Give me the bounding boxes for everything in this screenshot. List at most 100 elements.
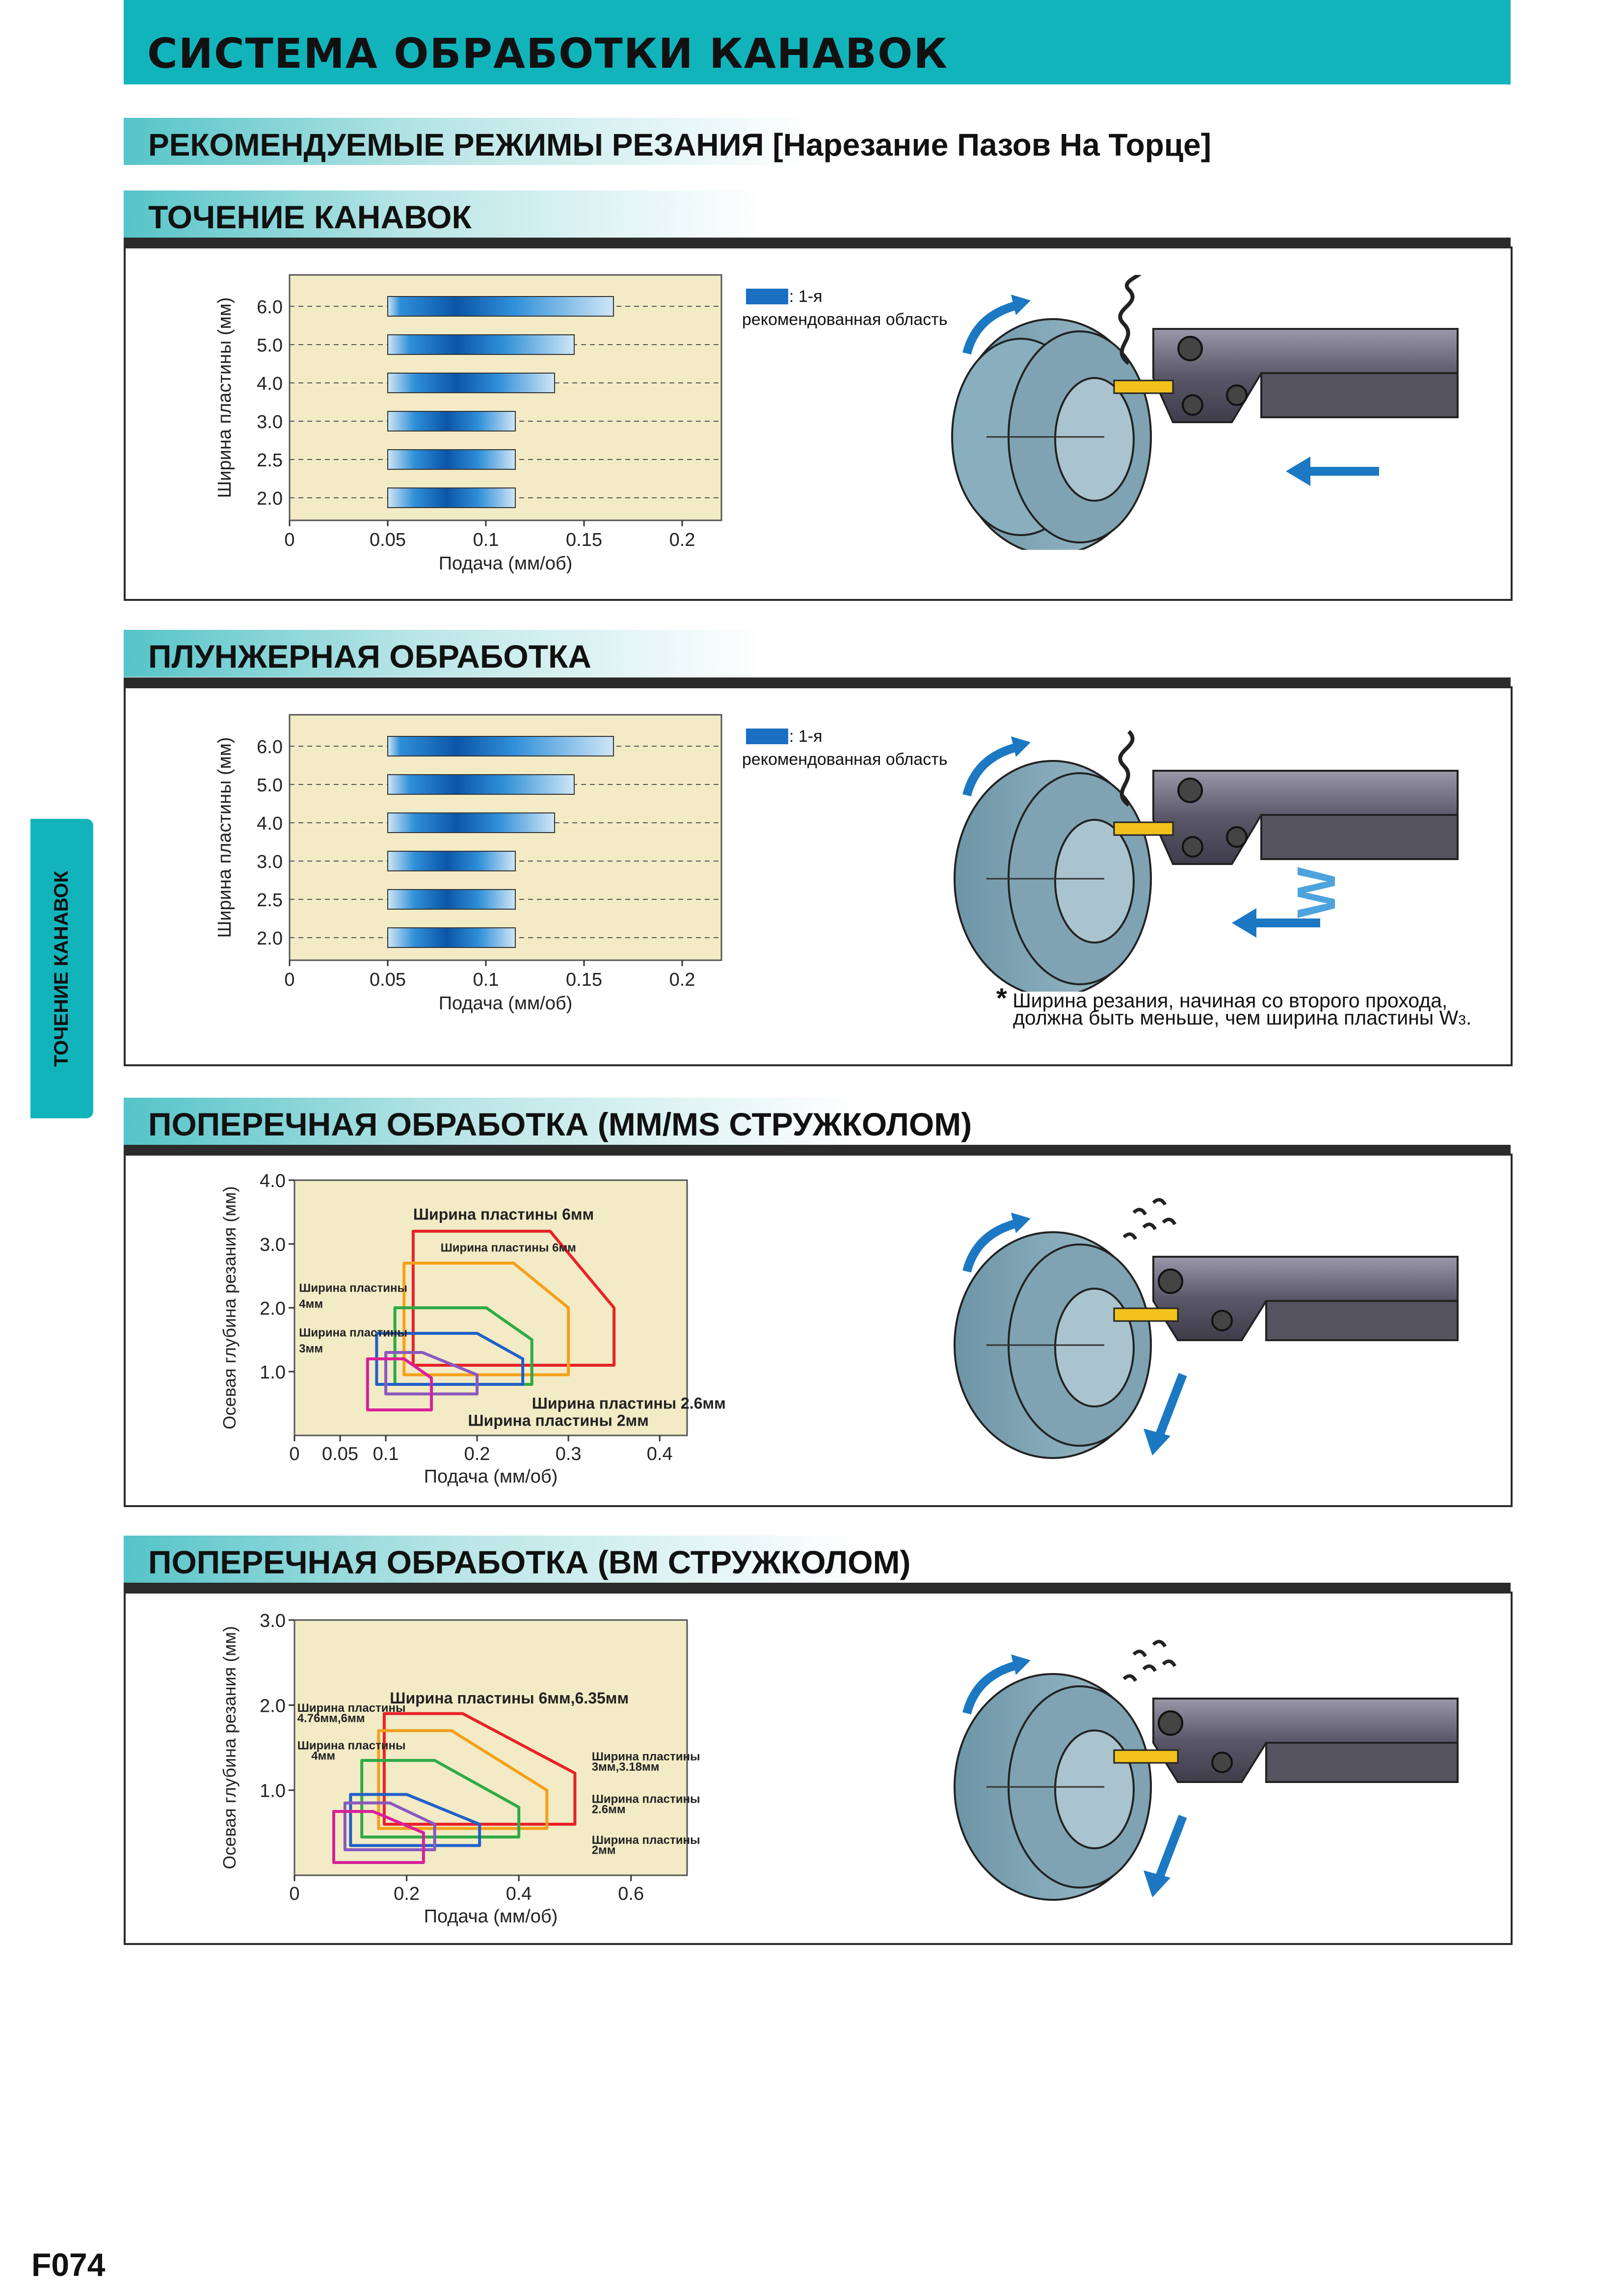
- series-label: Ширина пластины 6мм: [413, 1206, 594, 1223]
- x-tick-label: 0.2: [669, 970, 695, 990]
- page-title: СИСТЕМА ОБРАБОТКИ КАНАВОК: [147, 29, 949, 78]
- y-tick-label: 2.5: [257, 890, 283, 911]
- series-label: Ширина пластины 2мм: [468, 1412, 648, 1430]
- recommended-band: [387, 851, 516, 871]
- recommended-band: [387, 373, 555, 393]
- series-region: [384, 1351, 479, 1396]
- series-region: [393, 1306, 533, 1386]
- series-label: Ширина пластины: [297, 1739, 406, 1752]
- series-label: 2.6мм: [592, 1803, 626, 1816]
- series-region: [360, 1759, 521, 1838]
- note-line2: должна быть меньше, чем ширина пластины …: [1013, 1006, 1459, 1029]
- y-tick-label: 3.0: [257, 852, 283, 872]
- y-tick-label: 5.0: [257, 335, 283, 356]
- x-tick-label: 0.4: [506, 1884, 532, 1904]
- chip-icon: [1122, 1640, 1177, 1682]
- recommended-band: [387, 487, 516, 508]
- grooving-illustration: [951, 275, 1459, 550]
- x-axis-label: Подача (мм/об): [424, 1906, 558, 1927]
- section-rule: [124, 677, 1511, 686]
- y-tick-label: 5.0: [257, 775, 283, 796]
- note-star: *: [996, 982, 1007, 1013]
- chip-icon: [1118, 730, 1135, 807]
- section-title-plunging: ПЛУНЖЕРНАЯ ОБРАБОТКА: [148, 638, 591, 675]
- traverse-mm-illustration: [954, 1198, 1459, 1459]
- insert: [1113, 379, 1174, 394]
- page-subtitle: РЕКОМЕНДУЕМЫЕ РЕЖИМЫ РЕЗАНИЯ [Нарезание …: [148, 127, 1212, 162]
- y-tick-label: 4.0: [257, 813, 283, 834]
- rotation-arrow-icon: [962, 300, 1022, 355]
- series-label: 3мм: [299, 1342, 323, 1355]
- y-tick-label: 3.0: [257, 412, 283, 432]
- recommended-band: [387, 927, 516, 948]
- section-rule: [124, 1583, 1511, 1592]
- note-sub: 3: [1458, 1012, 1466, 1027]
- series-label: Ширина пластины: [299, 1282, 407, 1295]
- header-bar: [124, 0, 1511, 84]
- x-tick-label: 0.05: [322, 1444, 358, 1464]
- x-tick-label: 0.05: [370, 530, 406, 550]
- y-tick-label: 6.0: [257, 737, 283, 757]
- x-tick-label: 0.15: [566, 970, 602, 990]
- page-number: F074: [31, 2246, 106, 2283]
- x-axis-label: Подача (мм/об): [424, 1466, 558, 1487]
- y-tick-label: 3.0: [260, 1611, 286, 1631]
- section-title-bar: [124, 630, 762, 677]
- rotation-arrow-icon: [962, 742, 1022, 797]
- recommended-band: [387, 889, 516, 910]
- series-region: [411, 1230, 616, 1367]
- y-axis-label: Осевая глубина резания (мм): [219, 1626, 239, 1869]
- section-title-bar: [124, 1536, 860, 1583]
- series-label: 4.76мм,6мм: [297, 1712, 365, 1725]
- series-label: Ширина пластины 6мм: [441, 1242, 576, 1255]
- series-region: [377, 1729, 549, 1830]
- series-label: Ширина пластины: [592, 1834, 700, 1847]
- note-line1: Ширина резания, начиная со второго прохо…: [1012, 989, 1448, 1012]
- y-tick-label: 1.0: [260, 1781, 286, 1802]
- x-tick-label: 0.15: [566, 530, 602, 550]
- series-label: Ширина пластины 6мм,6.35мм: [390, 1689, 629, 1707]
- series-label: 4мм: [299, 1297, 323, 1311]
- y-tick-label: 3.0: [260, 1235, 286, 1255]
- y-axis-label: Ширина пластины (мм): [214, 297, 235, 498]
- series-label: 4мм: [311, 1749, 335, 1762]
- recommended-band: [387, 449, 516, 470]
- series-region: [349, 1793, 481, 1847]
- series-label: Ширина пластины: [299, 1326, 407, 1340]
- y-tick-label: 2.0: [260, 1696, 286, 1716]
- plot-area: [293, 1179, 688, 1436]
- section-title-traverse-bm: ПОПЕРЕЧНАЯ ОБРАБОТКА (BM СТРУЖКОЛОМ): [148, 1544, 911, 1580]
- series-region: [343, 1801, 436, 1851]
- recommended-band: [387, 334, 575, 355]
- y-tick-label: 2.0: [257, 928, 283, 949]
- series-label: 2мм: [592, 1844, 616, 1857]
- y-tick-label: 4.0: [260, 1171, 286, 1191]
- series-region: [366, 1357, 433, 1411]
- y-tick-label: 2.5: [257, 450, 283, 471]
- section-title-grooving: ТОЧЕНИЕ КАНАВОК: [148, 199, 472, 235]
- x-tick-label: 0: [289, 1444, 299, 1464]
- arrowhead-icon: [1011, 295, 1031, 315]
- recommended-band: [387, 411, 516, 432]
- x-tick-label: 0.2: [394, 1884, 420, 1904]
- traverse-bm-illustration: [954, 1640, 1459, 1901]
- series-region: [332, 1810, 425, 1864]
- y-tick-label: 6.0: [257, 297, 283, 318]
- x-tick-label: 0.1: [473, 970, 499, 990]
- series-region: [375, 1332, 525, 1386]
- x-axis-label: Подача (мм/об): [439, 553, 573, 574]
- legend-line1: : 1-я: [789, 727, 823, 746]
- section-rule: [124, 238, 1511, 246]
- legend-swatch: [746, 729, 788, 744]
- x-tick-label: 0.05: [370, 970, 406, 990]
- series-label: Ширина пластины: [297, 1702, 406, 1715]
- x-tick-label: 0.4: [647, 1444, 673, 1464]
- x-tick-label: 0.1: [373, 1444, 399, 1464]
- side-tab: [30, 819, 93, 1118]
- w-symbol: W: [1286, 867, 1347, 918]
- y-axis-label: Осевая глубина резания (мм): [219, 1186, 239, 1429]
